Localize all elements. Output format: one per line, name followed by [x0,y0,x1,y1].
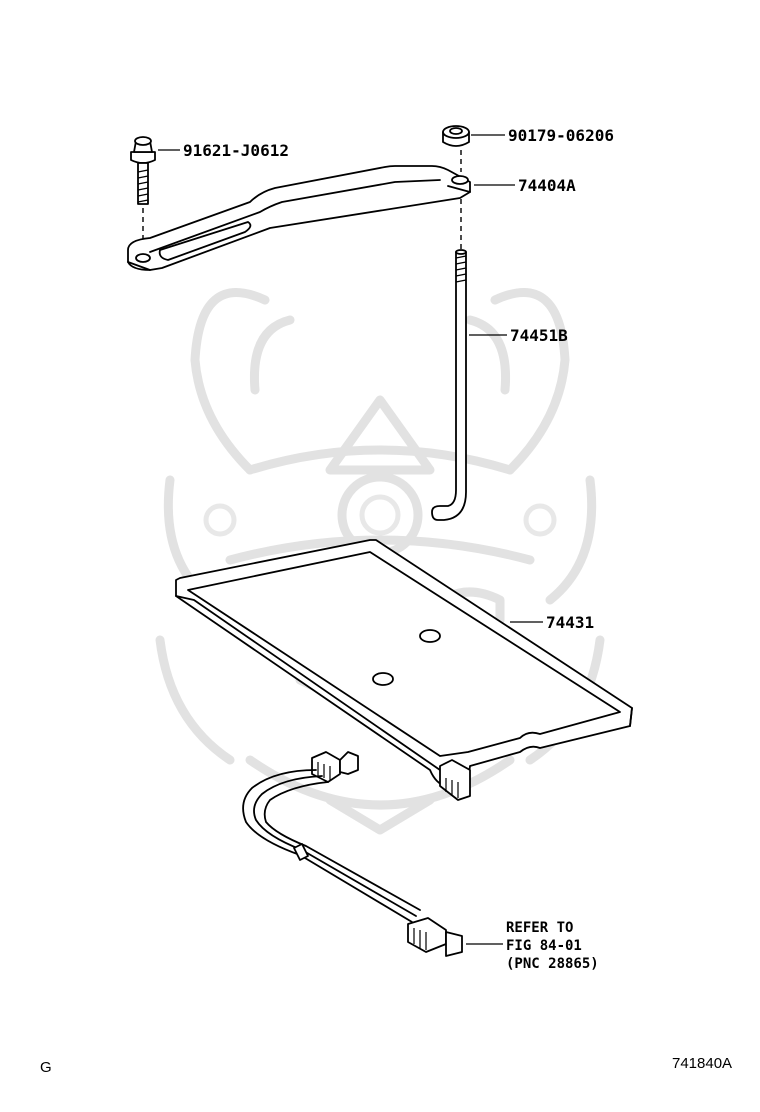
rod-part-number: 74451B [510,326,568,345]
rod-part [431,249,467,521]
nut-part-number: 90179-06206 [508,126,614,145]
reference-line-1: REFER TO [506,920,573,936]
footer-left-label: G [40,1059,52,1076]
tray-part [175,539,633,801]
bolt-part-number: 91621-J0612 [183,141,289,160]
tray-part-number: 74431 [546,613,594,632]
clamp-part [127,165,471,271]
footer-diagram-id: 741840A [672,1055,732,1072]
wire-harness-part [242,751,463,957]
reference-line-3: (PNC 28865) [506,956,599,972]
nut-part [442,125,470,147]
clamp-part-number: 74404A [518,176,576,195]
reference-line-2: FIG 84-01 [506,938,582,954]
bolt-part [130,136,156,205]
